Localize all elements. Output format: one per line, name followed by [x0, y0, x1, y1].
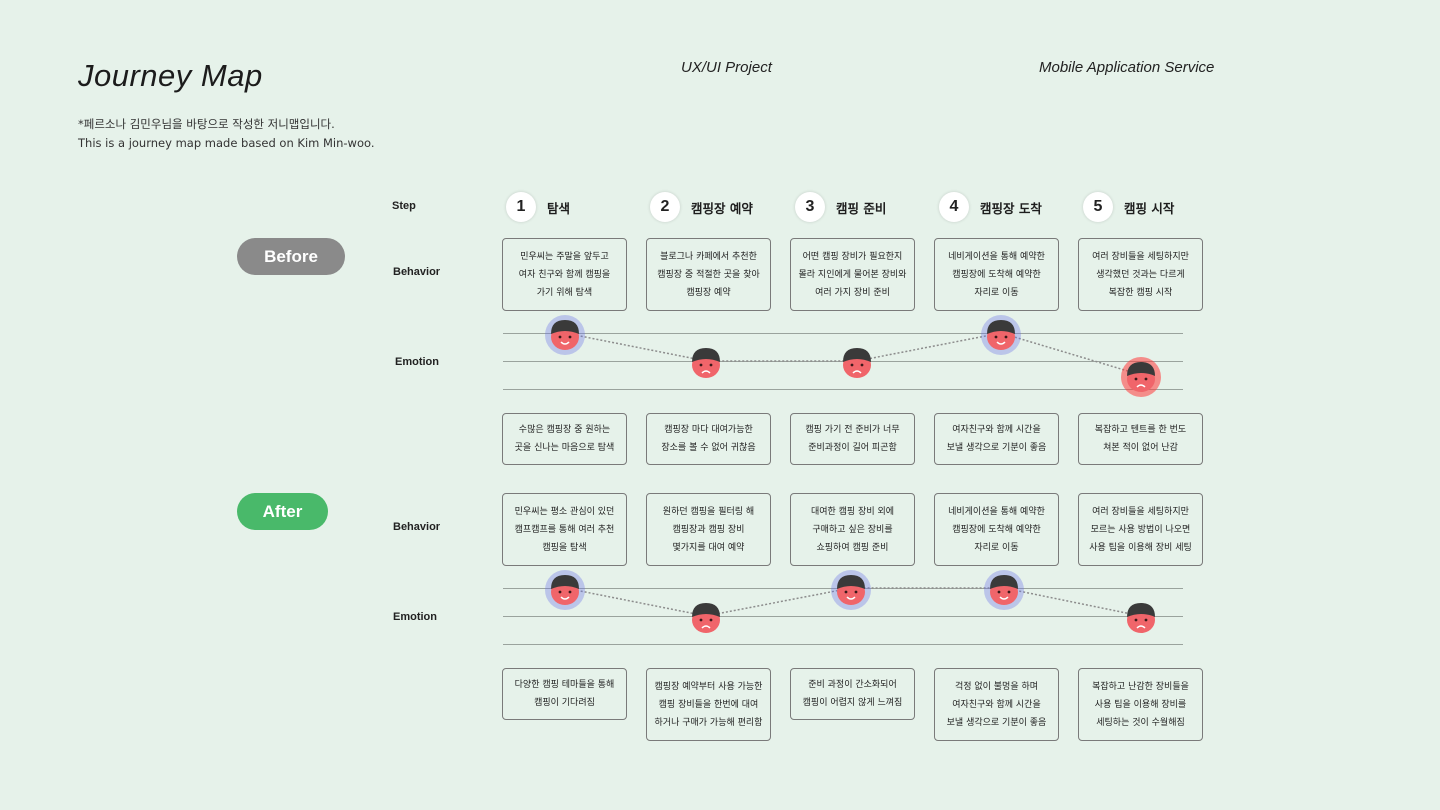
step-label: 캠핑장 예약 — [691, 200, 753, 216]
step-1: 1 탐색 — [506, 192, 570, 222]
after-behavior-card: 원하던 캠핑을 필터링 해 캠핑장과 캠핑 장비 몇가지를 대여 예약 — [646, 493, 771, 566]
step-number: 5 — [1083, 192, 1113, 222]
step-label: 캠핑 시작 — [1124, 200, 1175, 216]
emotion-gridline — [503, 333, 1183, 334]
before-behavior-label: Behavior — [393, 266, 441, 278]
after-emotion-face-icon — [831, 570, 871, 610]
before-emotion-face-icon — [1121, 357, 1161, 397]
project-label: UX/UI Project — [681, 59, 772, 76]
after-feeling-card: 걱정 없이 불멍을 하며 여자친구와 함께 시간을 보낼 생각으로 기분이 좋음 — [934, 668, 1059, 741]
step-label: 캠핑 준비 — [836, 200, 887, 216]
after-behavior-label: Behavior — [393, 521, 441, 533]
after-emotion-label: Emotion — [393, 611, 437, 623]
after-pill: After — [237, 493, 328, 530]
emotion-gridline — [503, 389, 1183, 390]
before-feeling-card: 캠핑 가기 전 준비가 너무 준비과정이 길어 피곤함 — [790, 413, 915, 465]
before-behavior-card: 네비게이션을 통해 예약한 캠핑장에 도착해 예약한 자리로 이동 — [934, 238, 1059, 311]
step-2: 2 캠핑장 예약 — [650, 192, 753, 222]
step-row-label: Step — [392, 200, 416, 212]
after-emotion-face-icon — [984, 570, 1024, 610]
after-emotion-face-icon — [692, 603, 720, 633]
before-feeling-card: 여자친구와 함께 시간을 보낼 생각으로 기분이 좋음 — [934, 413, 1059, 465]
before-emotion-label: Emotion — [395, 356, 439, 368]
step-number: 3 — [795, 192, 825, 222]
after-feeling-card: 다양한 캠핑 테마들을 통해 캠핑이 기다려짐 — [502, 668, 627, 720]
after-behavior-card: 대여한 캠핑 장비 외에 구매하고 싶은 장비를 쇼핑하여 캠핑 준비 — [790, 493, 915, 566]
step-number: 2 — [650, 192, 680, 222]
before-behavior-card: 블로그나 카페에서 추천한 캠핑장 중 적절한 곳을 찾아 캠핑장 예약 — [646, 238, 771, 311]
service-label: Mobile Application Service — [1039, 59, 1215, 76]
after-behavior-card: 여러 장비들을 세팅하지만 모르는 사용 방법이 나오면 사용 팁을 이용해 장… — [1078, 493, 1203, 566]
after-feeling-card: 준비 과정이 간소화되어 캠핑이 어렵지 않게 느껴짐 — [790, 668, 915, 720]
emotion-gridline — [503, 616, 1183, 617]
before-feeling-card: 복잡하고 텐트를 한 번도 쳐본 적이 없어 난감 — [1078, 413, 1203, 465]
after-feeling-card: 복잡하고 난감한 장비들을 사용 팁을 이용해 장비를 세팅하는 것이 수월해짐 — [1078, 668, 1203, 741]
before-pill: Before — [237, 238, 345, 275]
subtitle-english: This is a journey map made based on Kim … — [78, 136, 375, 150]
step-number: 4 — [939, 192, 969, 222]
before-emotion-face-icon — [843, 348, 871, 378]
before-emotion-face-icon — [981, 315, 1021, 355]
after-emotion-face-icon — [1127, 603, 1155, 633]
after-behavior-card: 네비게이션을 통해 예약한 캠핑장에 도착해 예약한 자리로 이동 — [934, 493, 1059, 566]
before-behavior-card: 여러 장비들을 세팅하지만 생각했던 것과는 다르게 복잡한 캠핑 시작 — [1078, 238, 1203, 311]
before-behavior-card: 민우씨는 주말을 앞두고 여자 친구와 함께 캠핑을 가기 위해 탐색 — [502, 238, 627, 311]
step-label: 캠핑장 도착 — [980, 200, 1042, 216]
subtitle-korean: *페르소나 김민우님을 바탕으로 작성한 저니맵입니다. — [78, 117, 335, 131]
step-number: 1 — [506, 192, 536, 222]
step-5: 5 캠핑 시작 — [1083, 192, 1174, 222]
after-behavior-card: 민우씨는 평소 관심이 있던 캠프캠프를 통해 여러 추천 캠핑을 탐색 — [502, 493, 627, 566]
after-emotion-face-icon — [545, 570, 585, 610]
before-emotion-face-icon — [692, 348, 720, 378]
emotion-gridline — [503, 644, 1183, 645]
step-3: 3 캠핑 준비 — [795, 192, 886, 222]
before-emotion-face-icon — [545, 315, 585, 355]
step-4: 4 캠핑장 도착 — [939, 192, 1042, 222]
before-behavior-card: 어떤 캠핑 장비가 필요한지 몰라 지인에게 물어본 장비와 여러 가지 장비 … — [790, 238, 915, 311]
before-feeling-card: 수많은 캠핑장 중 원하는 곳을 신나는 마음으로 탐색 — [502, 413, 627, 465]
page-title: Journey Map — [78, 58, 263, 93]
after-feeling-card: 캠핑장 예약부터 사용 가능한 캠핑 장비들을 한번에 대여 하거나 구매가 가… — [646, 668, 771, 741]
before-feeling-card: 캠핑장 마다 대여가능한 장소를 볼 수 없어 귀찮음 — [646, 413, 771, 465]
step-label: 탐색 — [547, 200, 571, 216]
